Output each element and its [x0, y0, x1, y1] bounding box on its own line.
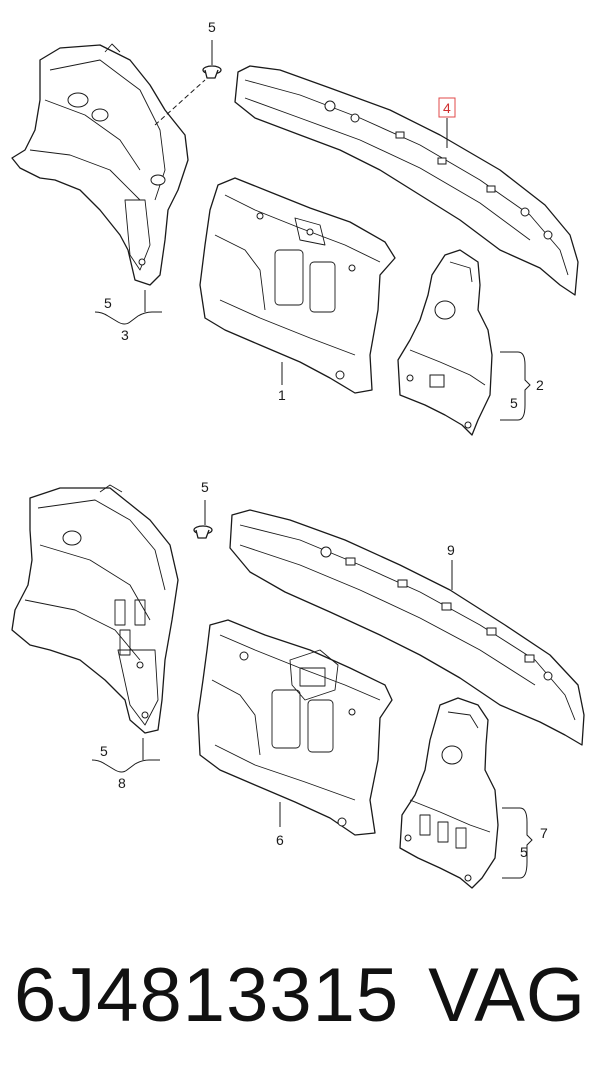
bulkhead-a: 1 — [199, 177, 396, 403]
bracket-b-screw-callout: 5 — [520, 844, 528, 860]
side-panel-b-callout: 8 — [118, 775, 126, 791]
group-b: 5 9 — [11, 479, 585, 889]
bracket-a: 2 5 — [397, 249, 544, 436]
screw-b: 5 — [193, 479, 213, 539]
footer: 6J4813315 VAG — [14, 950, 586, 1040]
side-panel-b-callout-group: 5 8 — [91, 738, 160, 791]
screw-a: 5 — [202, 19, 222, 79]
bracket-b-callout: 7 — [540, 825, 548, 841]
crossmember-a: 4 — [234, 65, 579, 296]
part-number: 6J4813315 — [14, 952, 400, 1038]
side-panel-a-callout-group: 5 3 — [94, 290, 162, 343]
screw-b-callout: 5 — [201, 479, 209, 495]
crossmember-b-callout: 9 — [447, 542, 455, 558]
exploded-parts-diagram: 5 4 — [11, 19, 585, 889]
bulkhead-b-callout: 6 — [276, 832, 284, 848]
side-panel-a-screw-callout: 5 — [104, 295, 112, 311]
crossmember-b: 9 — [229, 509, 585, 746]
screw-a-callout: 5 — [208, 19, 216, 35]
crossmember-a-highlight-box — [438, 97, 456, 118]
group-a: 5 4 — [11, 19, 579, 436]
side-panel-a-fastener-line — [154, 79, 206, 126]
bracket-a-callout: 2 — [536, 377, 544, 393]
bracket-a-screw-callout: 5 — [510, 395, 518, 411]
side-panel-b — [11, 484, 179, 734]
brand-name: VAG — [428, 952, 586, 1038]
crossmember-a-callout: 4 — [443, 100, 451, 116]
bulkhead-a-callout: 1 — [278, 387, 286, 403]
bracket-b: 7 5 — [399, 697, 548, 889]
bulkhead-b: 6 — [197, 619, 393, 848]
side-panel-b-screw-callout: 5 — [100, 743, 108, 759]
side-panel-a — [11, 43, 189, 286]
side-panel-a-callout: 3 — [121, 327, 129, 343]
